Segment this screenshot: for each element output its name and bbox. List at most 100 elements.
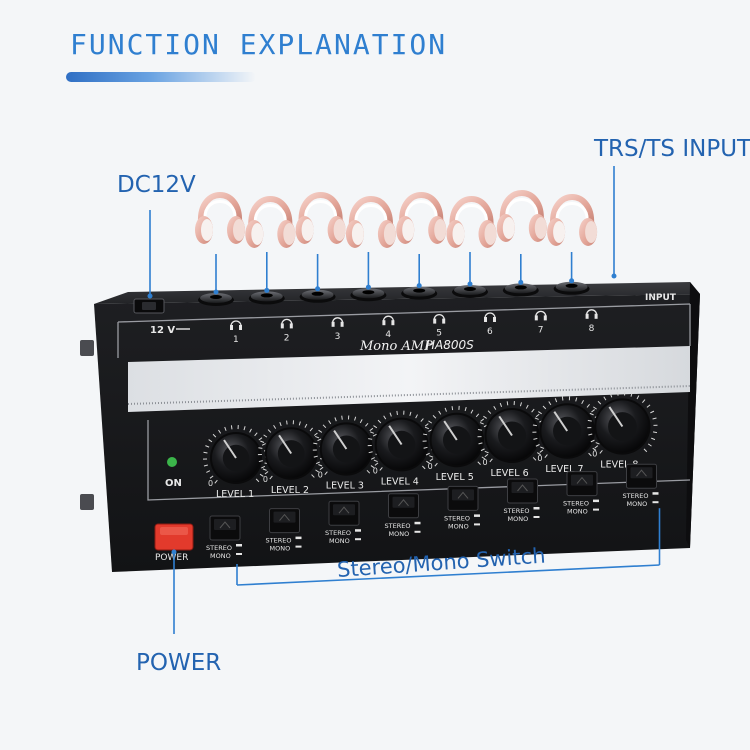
headphones-icon — [280, 318, 293, 329]
level-knob-8[interactable] — [587, 391, 658, 455]
knob-scale-tick — [267, 429, 272, 433]
knob-scale-tick — [650, 410, 655, 414]
headphones-icon — [245, 196, 296, 248]
jack-number: 3 — [335, 332, 341, 342]
knob-scale-tick — [478, 442, 483, 445]
stereo-mono-switch-5[interactable] — [447, 485, 479, 511]
mono-indicator — [593, 508, 599, 511]
stereo-mono-switch-3[interactable] — [328, 500, 360, 526]
headphone-jack-4[interactable] — [350, 288, 387, 302]
leader-dot — [416, 283, 422, 289]
headphones-icon — [195, 192, 245, 244]
knob-zero-mark: 0 — [537, 454, 542, 463]
title-underline — [66, 72, 256, 82]
knob-scale-tick — [230, 425, 233, 430]
mono-label: MONO — [270, 545, 291, 553]
knob-scale-tick — [255, 478, 260, 483]
headphone-jack-5[interactable] — [401, 286, 438, 300]
knob-scale-tick — [477, 429, 483, 431]
leader-dot — [264, 287, 270, 293]
knob-scale-tick — [587, 419, 592, 422]
knob-scale-tick — [313, 442, 318, 445]
knob-scale-tick — [487, 410, 492, 414]
knob-scale-tick — [424, 426, 429, 430]
input-callout: TRS/TS INPUT — [594, 136, 750, 162]
stereo-indicator — [236, 544, 242, 547]
leader-dot — [315, 286, 321, 292]
stereo-mono-switch-1[interactable] — [209, 515, 241, 541]
knob-scale-tick — [652, 417, 657, 420]
knob-scale-tick — [369, 431, 375, 434]
stereo-mono-switch-4[interactable] — [388, 493, 419, 519]
knob-scale-tick — [595, 442, 600, 445]
knob-indicator — [608, 406, 624, 428]
level-knob-7[interactable] — [532, 396, 602, 459]
stereo-mono-switch-7[interactable] — [566, 471, 598, 497]
knob-scale-tick — [373, 425, 378, 429]
knob-scale-tick — [525, 404, 529, 409]
knob-indicator — [498, 415, 513, 437]
jack-number: 1 — [233, 335, 239, 345]
knob-scale-tick — [519, 402, 522, 407]
level-knob-6[interactable] — [477, 401, 547, 463]
knob-scale-tick — [224, 426, 227, 431]
level-knob-5[interactable] — [422, 405, 491, 468]
knob-scale-tick — [205, 445, 210, 448]
headphone-jack-8[interactable] — [553, 281, 590, 295]
power-button[interactable] — [154, 523, 194, 551]
knob-scale-tick — [309, 427, 313, 432]
knob-scale-tick — [372, 433, 377, 437]
knob-scale-tick — [636, 395, 640, 400]
mono-indicator — [236, 553, 242, 555]
headphone-jack-6[interactable] — [452, 285, 488, 298]
level-label-1: LEVEL 1 — [216, 489, 254, 500]
knob-scale-tick — [383, 415, 387, 420]
stereo-mono-switch-6[interactable] — [507, 478, 538, 504]
leader-dot — [365, 284, 371, 290]
stereo-label: STEREO — [563, 500, 589, 508]
knob-zero-mark: 0 — [592, 450, 597, 459]
dc-jack[interactable] — [133, 298, 165, 314]
knob-scale-tick — [354, 416, 357, 421]
knob-scale-tick — [254, 432, 258, 437]
knob-scale-tick — [208, 439, 213, 443]
headphone-jack-2[interactable] — [248, 291, 285, 305]
knob-scale-tick — [647, 443, 652, 447]
level-knob-2[interactable] — [257, 420, 325, 480]
knob-scale-tick — [438, 410, 442, 415]
knob-scale-tick — [389, 412, 392, 417]
knob-scale-tick — [315, 469, 320, 473]
knob-scale-tick — [260, 440, 265, 443]
knob-scale-tick — [535, 444, 540, 447]
headphone-jack-1[interactable] — [198, 293, 234, 306]
headphones-icon — [496, 190, 547, 242]
knob-scale-tick — [415, 414, 418, 419]
knob-scale-tick — [586, 404, 590, 408]
stereo-mono-switch-2[interactable] — [269, 508, 300, 534]
jack-hole — [260, 293, 273, 298]
knob-scale-tick — [531, 408, 535, 413]
knob-zero-mark: 0 — [208, 479, 213, 488]
knob-scale-tick — [588, 433, 593, 436]
stereo-leader-bottom — [236, 564, 660, 586]
knob-scale-tick — [206, 470, 211, 473]
jack-number: 4 — [385, 330, 391, 340]
stereo-label: STEREO — [444, 514, 470, 522]
on-label: ON — [165, 478, 182, 489]
level-knob-1[interactable] — [203, 425, 269, 484]
stereo-mono-switch-8[interactable] — [626, 463, 657, 489]
headphones-icon — [547, 194, 598, 246]
headphone-jack-3[interactable] — [299, 289, 336, 303]
level-label-5: LEVEL 5 — [436, 472, 474, 483]
stereo-label: STEREO — [266, 537, 292, 545]
knob-scale-tick — [370, 457, 375, 460]
headphone-jack-7[interactable] — [502, 283, 539, 297]
level-knob-4[interactable] — [367, 410, 436, 472]
level-knob-3[interactable] — [312, 415, 380, 476]
knob-scale-tick — [475, 413, 480, 418]
stereo-label: STEREO — [623, 492, 649, 500]
knob-scale-tick — [426, 460, 430, 464]
knob-scale-tick — [479, 422, 484, 425]
knob-indicator — [333, 429, 348, 450]
